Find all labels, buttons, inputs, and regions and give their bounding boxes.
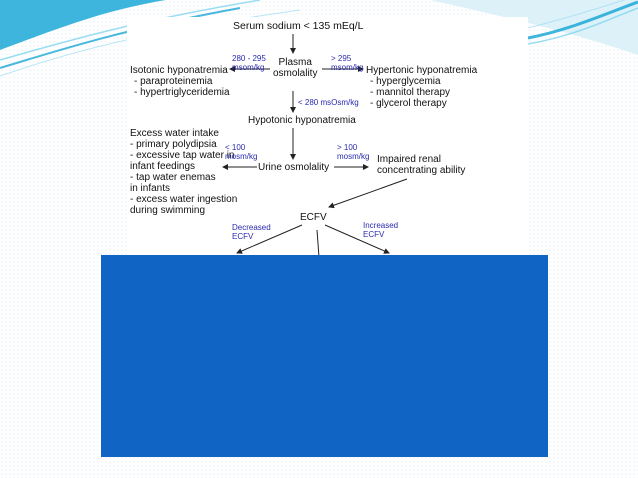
hypertonic-item: - hyperglycemia bbox=[370, 76, 441, 87]
isotonic-node: Isotonic hyponatremia - paraproteinemia … bbox=[130, 65, 230, 98]
excess-title: Excess water intake bbox=[130, 128, 219, 139]
root-node: Serum sodium < 135 mEq/L bbox=[233, 20, 364, 32]
hyponatremia-flowchart: Serum sodium < 135 mEq/L Plasma osmolali… bbox=[127, 17, 528, 257]
left-threshold-label: 280 - 295 msom/kg bbox=[232, 54, 266, 72]
excess-item: - primary polydipsia bbox=[130, 139, 217, 150]
urine-left-threshold-line-1: < 100 bbox=[225, 143, 246, 152]
decreased-ecfv-label: Decreased ECFV bbox=[232, 223, 271, 241]
urine-osmolality-node: Urine osmolality bbox=[258, 162, 330, 173]
flowchart-arrows bbox=[222, 34, 408, 257]
hypertonic-node: Hypertonic hyponatremia - hyperglycemia … bbox=[366, 65, 477, 109]
excess-item: in infants bbox=[130, 183, 171, 194]
down-threshold-label: < 280 msOsm/kg bbox=[298, 98, 359, 107]
hypotonic-node: Hypotonic hyponatremia bbox=[248, 115, 356, 126]
impaired-line-2: concentrating ability bbox=[377, 165, 466, 176]
impaired-line-1: Impaired renal bbox=[377, 154, 441, 165]
impaired-renal-node: Impaired renal concentrating ability bbox=[377, 154, 465, 176]
blue-overlay-box bbox=[101, 255, 548, 457]
isotonic-item: - hypertriglyceridemia bbox=[134, 87, 230, 98]
right-threshold-label: > 295 msom/kg bbox=[331, 54, 363, 72]
excess-item: during swimming bbox=[130, 205, 206, 216]
plasma-line-1: Plasma bbox=[278, 57, 312, 68]
hypertonic-item: - glycerol therapy bbox=[370, 98, 447, 109]
excess-water-node: Excess water intake - primary polydipsia… bbox=[130, 128, 237, 216]
increased-line-1: Increased bbox=[363, 221, 399, 230]
arrow-ecfv-to-increased bbox=[324, 224, 390, 254]
right-threshold-line-2: msom/kg bbox=[331, 63, 364, 72]
isotonic-item: - paraproteinemia bbox=[134, 76, 213, 87]
urine-right-threshold-label: > 100 mosm/kg bbox=[337, 143, 369, 161]
left-threshold-line-2: msom/kg bbox=[232, 63, 265, 72]
excess-item: infant feedings bbox=[130, 161, 196, 172]
urine-right-threshold-line-2: mosm/kg bbox=[337, 152, 370, 161]
plasma-line-2: osmolality bbox=[273, 68, 318, 79]
urine-left-threshold-label: < 100 mosm/kg bbox=[225, 143, 257, 161]
decreased-line-2: ECFV bbox=[232, 232, 254, 241]
arrow-ecfv-to-normal bbox=[316, 229, 320, 257]
decreased-line-1: Decreased bbox=[232, 223, 271, 232]
excess-item: - tap water enemas bbox=[130, 172, 216, 183]
right-threshold-line-1: > 295 bbox=[331, 54, 352, 63]
urine-right-threshold-line-1: > 100 bbox=[337, 143, 358, 152]
hypertonic-title: Hypertonic hyponatremia bbox=[366, 65, 478, 76]
increased-line-2: ECFV bbox=[363, 230, 385, 239]
ecfv-node: ECFV bbox=[300, 212, 327, 223]
isotonic-title: Isotonic hyponatremia bbox=[130, 65, 228, 76]
arrow-ecfv-to-decreased bbox=[236, 224, 303, 254]
excess-item: - excessive tap water in bbox=[130, 150, 235, 161]
urine-left-threshold-line-2: mosm/kg bbox=[225, 152, 258, 161]
left-threshold-line-1: 280 - 295 bbox=[232, 54, 266, 63]
plasma-osmolality-node: Plasma osmolality bbox=[273, 57, 317, 79]
excess-item: - excess water ingestion bbox=[130, 194, 238, 205]
increased-ecfv-label: Increased ECFV bbox=[363, 221, 398, 239]
arrow-impaired-to-ecfv bbox=[328, 178, 408, 209]
hypertonic-item: - mannitol therapy bbox=[370, 87, 451, 98]
